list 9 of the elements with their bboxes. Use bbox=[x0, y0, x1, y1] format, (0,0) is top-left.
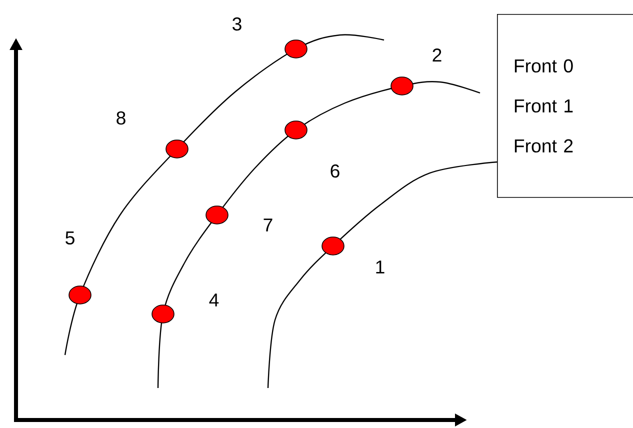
point-label: 5 bbox=[66, 231, 74, 244]
point-label: 7 bbox=[264, 218, 272, 232]
point-label: 3 bbox=[232, 17, 242, 31]
point-label: 1 bbox=[376, 260, 384, 274]
point-label: 2 bbox=[432, 48, 442, 62]
point-label: 4 bbox=[209, 294, 219, 306]
legend-box: Front 0 Front 1 Front 2 bbox=[497, 14, 633, 198]
point-label: 6 bbox=[330, 164, 340, 178]
point-label: 8 bbox=[116, 111, 126, 125]
